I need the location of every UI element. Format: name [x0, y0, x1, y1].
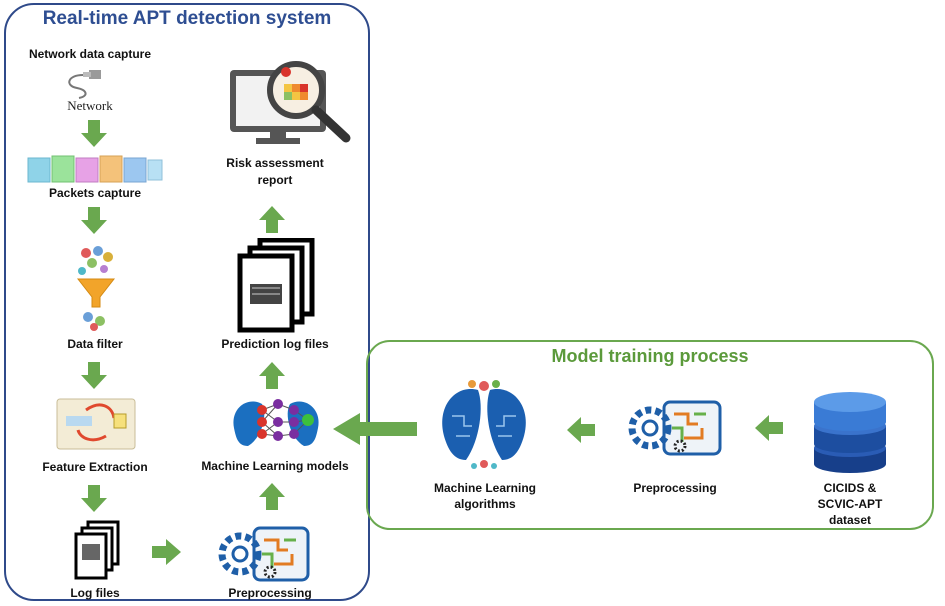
preprocessing-right-label: Preprocessing: [633, 481, 717, 495]
data-filter-label: Data filter: [67, 337, 123, 351]
dataset-label-line3: dataset: [828, 513, 872, 527]
packets-capture-label: Packets capture: [48, 186, 142, 200]
arrow-down-2: [81, 207, 107, 234]
realtime-detection-panel: [4, 3, 370, 601]
feature-extraction-icon: [56, 398, 136, 450]
model-training-title: Model training process: [551, 346, 749, 366]
arrow-right-logs: [152, 539, 181, 565]
preprocessing-gears-icon: [218, 526, 310, 582]
risk-report-magnifier-icon: [230, 61, 351, 144]
prediction-log-files-icon: [237, 238, 315, 333]
arrow-up-2: [259, 362, 285, 389]
network-cable-icon: Network: [67, 70, 113, 113]
arrow-down-3: [81, 362, 107, 389]
preprocessing-left-label: Preprocessing: [228, 586, 312, 600]
ml-algorithms-brain-icon: [442, 380, 526, 469]
arrow-left-3: [755, 415, 783, 441]
dataset-label-line1: CICIDS &: [823, 481, 877, 495]
arrow-down-4: [81, 485, 107, 512]
ml-algorithms-label-line1: Machine Learning: [433, 481, 537, 495]
arrow-left-2: [567, 417, 595, 443]
log-files-icon: [74, 520, 120, 580]
arrow-up-1: [259, 483, 285, 510]
log-files-label: Log files: [70, 586, 120, 600]
prediction-log-files-label: Prediction log files: [221, 337, 329, 351]
arrow-up-3: [259, 206, 285, 233]
data-filter-funnel-icon: [76, 246, 116, 331]
arrow-left-training-to-models: [333, 413, 417, 445]
packets-icon: [27, 155, 163, 183]
risk-report-label-line1: Risk assessment: [226, 156, 324, 170]
realtime-detection-title: Real-time APT detection system: [42, 8, 332, 29]
ml-algorithms-label-line2: algorithms: [454, 497, 516, 511]
arrow-down-1: [81, 120, 107, 147]
ml-models-neural-net-icon: [233, 399, 319, 446]
ml-models-label: Machine Learning models: [201, 459, 349, 473]
preprocessing-right-gears-icon: [628, 400, 722, 456]
network-icon-text: Network: [67, 98, 113, 113]
database-icon: [814, 392, 886, 473]
dataset-label-line2: SCVIC-APT: [817, 497, 883, 511]
risk-report-label-line2: report: [257, 173, 293, 187]
feature-extraction-label: Feature Extraction: [42, 460, 148, 474]
network-capture-label: Network data capture: [28, 47, 152, 61]
